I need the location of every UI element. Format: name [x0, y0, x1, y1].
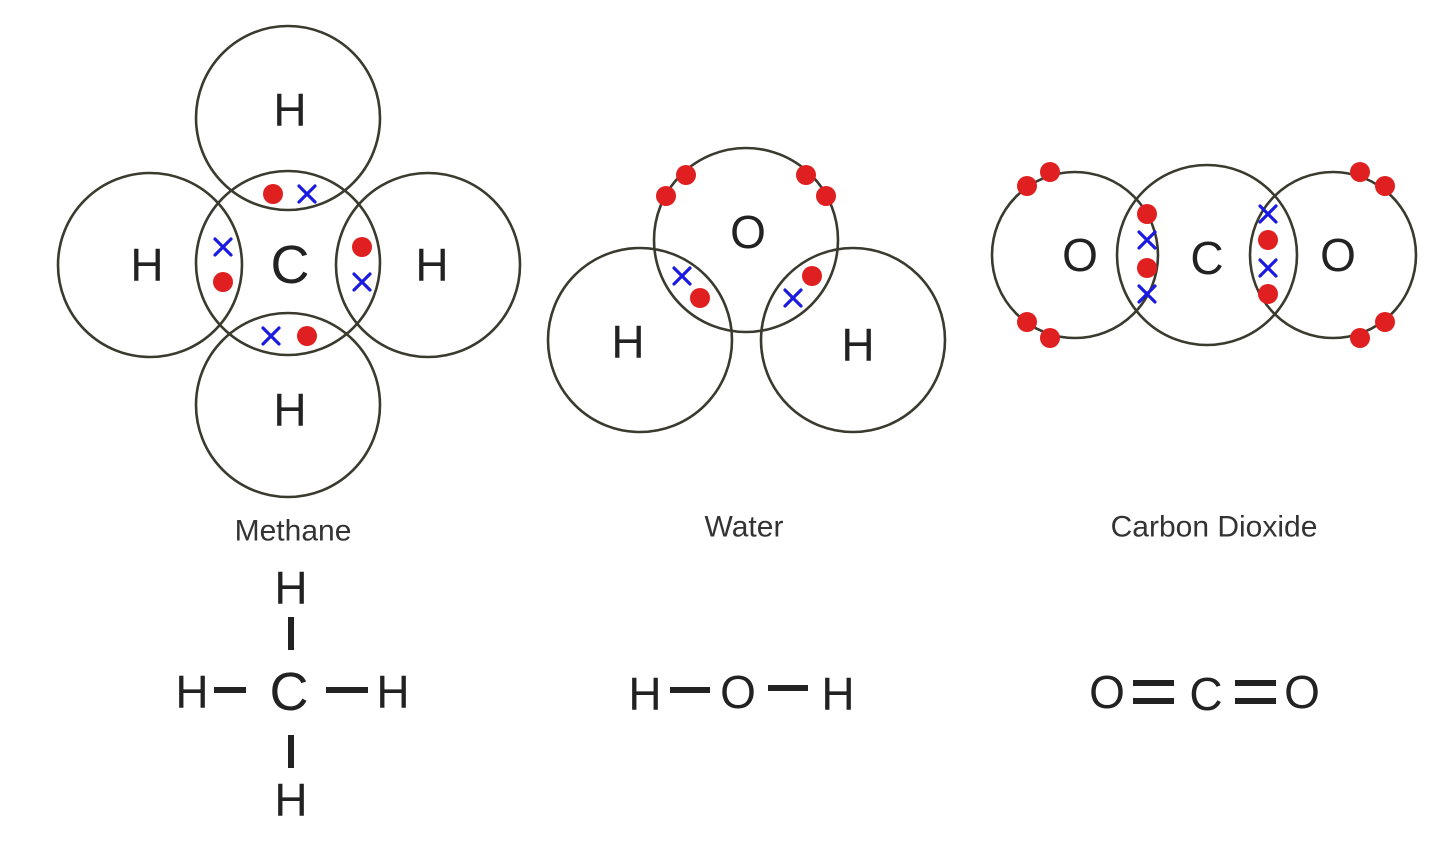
electron-dot: [1350, 162, 1370, 182]
atom-label: O: [730, 206, 766, 258]
electron-dot: [690, 288, 710, 308]
electron-dot: [1137, 258, 1157, 278]
structural-atom: H: [376, 666, 409, 718]
hydrogen-shell-right: [334, 171, 522, 359]
electron-cross: [783, 288, 803, 308]
electron-dot: [816, 186, 836, 206]
atom-label: C: [271, 235, 310, 295]
electron-dot: [1040, 328, 1060, 348]
methane-structural-formula: H H C H H: [175, 562, 409, 826]
caption-water: Water: [705, 511, 784, 544]
carbon-dioxide-electrons: [1017, 162, 1395, 348]
electron-dot: [1017, 176, 1037, 196]
structural-atom: O: [1284, 666, 1320, 718]
atom-label: H: [611, 316, 644, 368]
electron-dot: [1137, 204, 1157, 224]
electron-cross: [261, 326, 281, 346]
electron-cross: [1137, 284, 1157, 304]
water-dot-cross: O H H: [546, 146, 947, 434]
structural-atom: H: [274, 774, 307, 826]
carbon-dioxide-dot-cross: O C O: [990, 162, 1418, 348]
methane-dot-cross: H H C H H: [56, 24, 522, 499]
methane-electrons: [213, 184, 372, 346]
electron-dot: [1258, 230, 1278, 250]
structural-atom: H: [175, 666, 208, 718]
hydrogen-shell-left: [56, 171, 244, 359]
hydrogen-shell-top: [194, 24, 382, 212]
electron-dot: [263, 184, 283, 204]
structural-atom: H: [821, 668, 854, 720]
electron-dot: [1258, 284, 1278, 304]
electron-cross: [1137, 230, 1157, 250]
carbon-shell: [194, 169, 382, 357]
atom-label: H: [130, 239, 163, 291]
atom-label: H: [273, 84, 306, 136]
structural-atom: C: [270, 662, 309, 722]
electron-cross: [352, 272, 372, 292]
electron-dot: [1040, 162, 1060, 182]
carbon-dioxide-structural-formula: O C O: [1089, 666, 1320, 720]
structural-atom: C: [1189, 668, 1222, 720]
atom-label: H: [273, 384, 306, 436]
electron-dot: [1017, 312, 1037, 332]
electron-dot: [656, 186, 676, 206]
electron-cross: [1258, 258, 1278, 278]
water-structural-formula: H O H: [628, 666, 854, 720]
atom-label: H: [415, 239, 448, 291]
caption-carbon-dioxide: Carbon Dioxide: [1111, 511, 1318, 544]
structural-atom: O: [720, 666, 756, 718]
electron-dot: [796, 165, 816, 185]
oxygen-shell-left: [990, 170, 1160, 340]
structural-atom: H: [274, 562, 307, 614]
electron-dot: [676, 165, 696, 185]
hydrogen-shell-bottom: [194, 311, 382, 499]
atom-label: O: [1062, 229, 1098, 281]
carbon-shell: [1115, 163, 1299, 347]
electron-cross: [297, 184, 317, 204]
oxygen-shell-right: [1248, 170, 1418, 340]
electron-dot: [1350, 328, 1370, 348]
electron-dot: [297, 326, 317, 346]
electron-cross: [213, 237, 233, 257]
hydrogen-shell-left: [546, 246, 734, 434]
electron-dot: [1375, 312, 1395, 332]
electron-dot: [1375, 176, 1395, 196]
atom-label: O: [1320, 229, 1356, 281]
structural-atom: H: [628, 668, 661, 720]
electron-cross: [1258, 204, 1278, 224]
electron-cross: [672, 266, 692, 286]
oxygen-shell: [652, 146, 840, 334]
electron-dot: [802, 266, 822, 286]
water-electrons: [656, 165, 836, 308]
hydrogen-shell-right: [759, 246, 947, 434]
electron-dot: [213, 272, 233, 292]
electron-dot: [352, 237, 372, 257]
caption-methane: Methane: [235, 515, 352, 548]
atom-label: C: [1190, 232, 1223, 284]
atom-label: H: [841, 319, 874, 371]
structural-atom: O: [1089, 666, 1125, 718]
